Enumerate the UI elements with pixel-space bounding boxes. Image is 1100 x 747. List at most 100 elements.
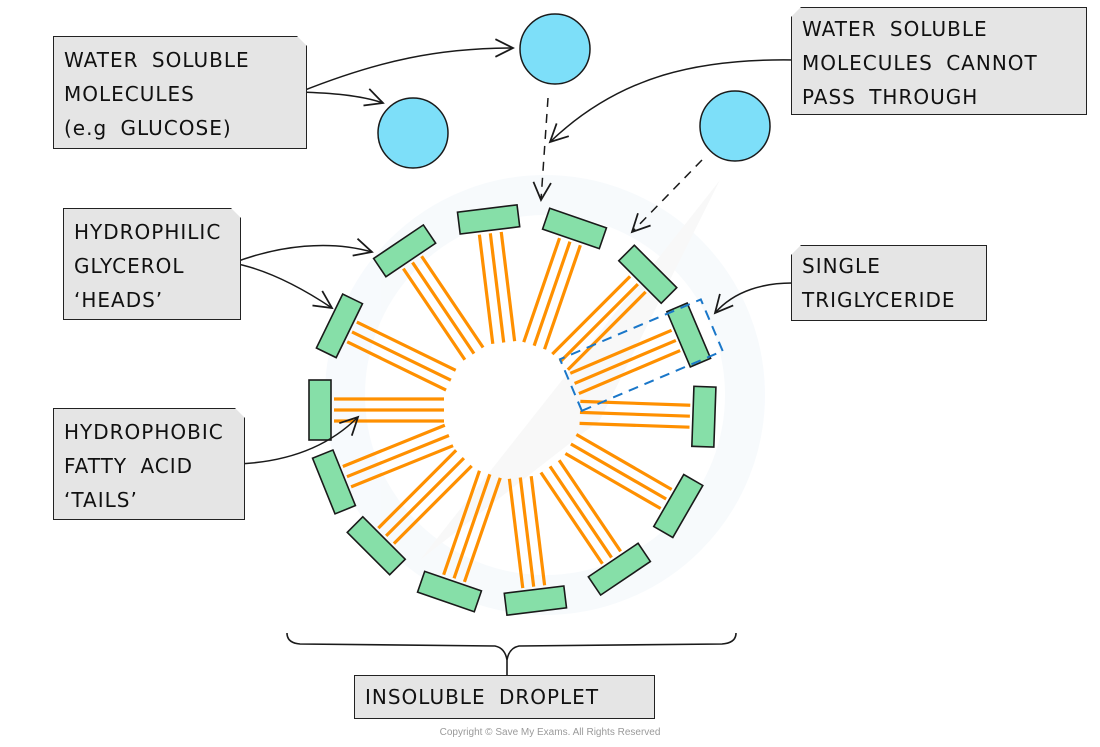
label-insoluble-droplet: INSOLUBLE DROPLET [354,675,655,719]
arrow-water-soluble-to-left [299,88,385,107]
glucose-molecule-right [699,90,771,162]
triglyceride [539,459,652,597]
glycerol-head [652,473,704,539]
label-line: HYDROPHOBIC [64,420,224,444]
glycerol-head [311,448,357,515]
fatty-acid-tail [411,261,476,355]
triglyceride [346,449,473,576]
fatty-acid-tail [350,444,454,489]
label-line: PASS THROUGH [802,85,979,109]
selection-dashed-box [558,298,725,413]
glycerol-head [691,385,717,448]
glycerol-head [541,207,608,250]
triglyceride [551,244,678,371]
copyright-notice: Copyright © Save My Exams. All Rights Re… [439,727,661,738]
fatty-acid-tail [518,477,536,587]
arrow-single-triglyceride [713,282,793,315]
blocked-path-arrow-top [532,97,552,202]
label-line: MOLECULES CANNOT [802,51,1038,75]
fatty-acid-tail [558,283,639,364]
triglyceride [579,385,717,448]
fatty-acid-tail [529,475,547,586]
fatty-acid-tail [477,234,495,345]
glucose-molecule-left [377,97,449,169]
fatty-acid-tail [580,399,691,407]
fatty-acid-tail [392,464,473,545]
label-cannot-pass-through: WATER SOLUBLE MOLECULES CANNOT PASS THRO… [791,7,1087,115]
label-line: SINGLE [802,254,881,278]
fatty-acid-tail [569,328,673,375]
triglyceride [308,379,444,441]
fatty-acid-tail [452,473,492,579]
fatty-acid-tail [579,410,690,418]
fatty-acid-tail [499,231,517,342]
fatty-acid-tail [564,452,662,510]
glycerol-head [372,223,437,278]
label-line: INSOLUBLE DROPLET [365,685,600,709]
fatty-acid-tail [420,255,485,349]
fatty-acid-tail [557,459,622,553]
triglyceride [311,423,454,515]
fatty-acid-tail [346,340,447,392]
label-water-soluble-molecules: WATER SOLUBLE MOLECULES (e.g GLUCOSE) [53,36,307,149]
fatty-acid-tail [573,338,677,385]
arrow-hydrophilic-to-head-1 [232,238,374,264]
glucose-molecule-top [519,13,591,85]
glycerol-head [503,585,568,617]
label-line: WATER SOLUBLE [802,17,988,41]
triglyceride [569,302,712,396]
fatty-acid-tail [548,465,613,559]
glycerol-head [617,244,678,305]
label-line: MOLECULES [64,82,195,106]
fatty-acid-tail [578,349,681,396]
glycerol-head [587,542,652,597]
label-line: TRIGLYCERIDE [802,288,956,312]
fatty-acid-tail [579,421,690,429]
fatty-acid-tail [539,471,604,565]
fatty-acid-tail [346,433,450,479]
label-hydrophilic-heads: HYDROPHILIC GLYCEROL ‘HEADS’ [63,208,241,320]
fatty-acid-tail [543,244,582,350]
label-line: FATTY ACID [64,454,194,478]
label-line: ‘HEADS’ [74,288,164,312]
fatty-acid-tail [522,237,562,343]
glycerol-head [456,203,521,235]
arrow-water-soluble-to-top [299,38,515,93]
triglyceride [522,207,608,350]
arrow-cannot-pass [548,59,798,144]
triglyceride [503,475,568,617]
fatty-acid-tail [532,241,572,347]
fatty-acid-tail [507,478,525,589]
droplet-brace [286,632,737,675]
label-line: (e.g GLUCOSE) [64,116,232,140]
fatty-acid-tail [575,433,673,491]
label-line: HYDROPHILIC [74,220,222,244]
label-single-triglyceride: SINGLE TRIGLYCERIDE [791,245,987,321]
glycerol-head [308,379,332,441]
single-triglyceride-highlight [558,298,725,413]
fatty-acid-tail [342,423,446,468]
arrow-hydrophobic-to-tails [236,415,360,465]
fatty-acid-tail [442,470,481,576]
triglyceride [315,292,457,392]
fatty-acid-tail [402,267,467,361]
insoluble-droplet [308,203,717,617]
fatty-acid-tail [377,449,458,530]
triglyceride [456,203,521,345]
fatty-acid-tail [351,330,452,382]
label-line: GLYCEROL [74,254,185,278]
fatty-acid-tail [551,275,632,356]
fatty-acid-tail [462,477,502,583]
glycerol-head [416,570,483,613]
triglyceride [564,433,704,539]
fatty-acid-tail [385,456,466,537]
glycerol-head [346,515,407,576]
fatty-acid-tail [570,442,667,501]
label-line: ‘TAILS’ [64,488,138,512]
triglyceride [372,223,485,361]
triglyceride [416,470,502,613]
label-hydrophobic-tails: HYDROPHOBIC FATTY ACID ‘TAILS’ [53,408,245,520]
blocked-path-arrow-right [630,159,703,234]
fatty-acid-tail [566,290,647,371]
